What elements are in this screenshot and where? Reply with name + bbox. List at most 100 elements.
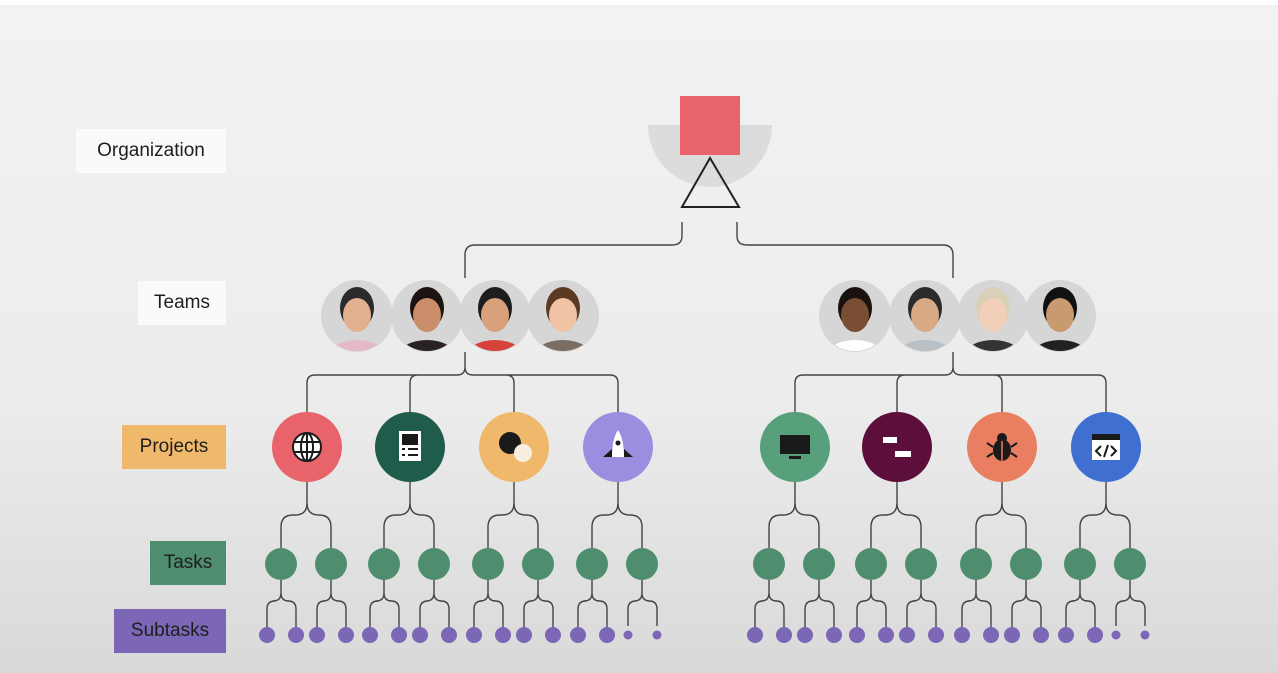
team-member-avatar [819, 280, 891, 352]
fork-connector [856, 580, 887, 627]
timeline-bar-1 [883, 437, 897, 443]
task-node [855, 548, 887, 580]
task-node [1064, 548, 1096, 580]
rocket-fins [603, 449, 633, 457]
org-to-team-right [736, 222, 954, 278]
team-member-avatar [889, 280, 961, 352]
fork-connector [754, 580, 785, 627]
avatar-shoulders [397, 340, 457, 351]
avatar-shoulders [1030, 340, 1090, 351]
subtask-node [623, 630, 633, 640]
rocket-window [615, 440, 621, 446]
subtask-node [495, 627, 511, 643]
subtask-node [747, 627, 763, 643]
code-window-titlebar [1092, 434, 1120, 440]
project-node [954, 412, 1049, 643]
code-window-icon [1092, 434, 1120, 460]
monitor-stand [789, 456, 801, 459]
subtask-node [652, 630, 662, 640]
team-member-avatar [321, 280, 393, 352]
organization-label: Organization [76, 129, 226, 173]
chat-bubble-light [514, 444, 532, 462]
subtask-node [1111, 630, 1121, 640]
fork-connector [523, 580, 554, 627]
subtask-node [797, 627, 813, 643]
fork-connector [419, 580, 450, 627]
team-1 [259, 280, 662, 643]
task-node [368, 548, 400, 580]
avatar-face [911, 298, 939, 332]
avatar-face [979, 298, 1007, 332]
subtask-node [983, 627, 999, 643]
fork-connector [316, 580, 347, 627]
task-node [522, 548, 554, 580]
teams-label: Teams [138, 281, 226, 325]
task-node [418, 548, 450, 580]
subtask-node [826, 627, 842, 643]
subtask-node [776, 627, 792, 643]
avatar-face [549, 298, 577, 332]
subtask-node [441, 627, 457, 643]
fork-connector [870, 482, 922, 548]
project-node [466, 412, 561, 643]
project-node [570, 412, 662, 643]
subtasks-label: Subtasks [114, 609, 226, 653]
task-node [803, 548, 835, 580]
subtask-node [849, 627, 865, 643]
fork-connector [280, 482, 332, 548]
timeline-icon [883, 437, 911, 457]
team-2 [747, 280, 1150, 643]
organization-square [680, 96, 740, 155]
monitor-screen [780, 435, 810, 454]
subtask-node [259, 627, 275, 643]
bug-legs [986, 441, 1018, 461]
subtask-node [1058, 627, 1074, 643]
fork-connector [975, 482, 1027, 548]
avatar-face [481, 298, 509, 332]
project-node [259, 412, 354, 643]
task-node [753, 548, 785, 580]
subtask-node [338, 627, 354, 643]
document-image [402, 434, 418, 445]
fork-connector [1011, 580, 1042, 627]
subtask-node [599, 627, 615, 643]
avatar-face [841, 298, 869, 332]
fork-connector [768, 482, 820, 548]
avatar-shoulders [327, 340, 387, 351]
chat-bubbles-icon [499, 432, 532, 462]
subtask-node [412, 627, 428, 643]
task-node [472, 548, 504, 580]
subtask-node [545, 627, 561, 643]
subtask-node [309, 627, 325, 643]
subtask-node [570, 627, 586, 643]
timeline-bar-2 [895, 451, 911, 457]
fork-connector [383, 482, 435, 548]
avatar-shoulders [465, 340, 525, 351]
fork-connector [1065, 580, 1096, 627]
fork-connector [487, 482, 539, 548]
top-bar [0, 0, 1278, 5]
project-node [362, 412, 457, 643]
subtask-node [1140, 630, 1150, 640]
task-node [1114, 548, 1146, 580]
avatar-face [413, 298, 441, 332]
task-node [315, 548, 347, 580]
fork-connector [906, 580, 937, 627]
project-node [849, 412, 944, 643]
task-node [960, 548, 992, 580]
globe-lines [293, 433, 321, 461]
team-member-avatar [957, 280, 1029, 352]
subtask-node [1033, 627, 1049, 643]
fork-connector [473, 580, 504, 627]
subtask-node [391, 627, 407, 643]
avatar-face [343, 298, 371, 332]
team-member-avatar [527, 280, 599, 352]
fork-connector [577, 580, 608, 627]
document-lines [402, 448, 418, 456]
subtask-node [288, 627, 304, 643]
task-node [1010, 548, 1042, 580]
bug-head [997, 433, 1007, 443]
avatar-shoulders [895, 340, 955, 351]
project-circle [862, 412, 932, 482]
